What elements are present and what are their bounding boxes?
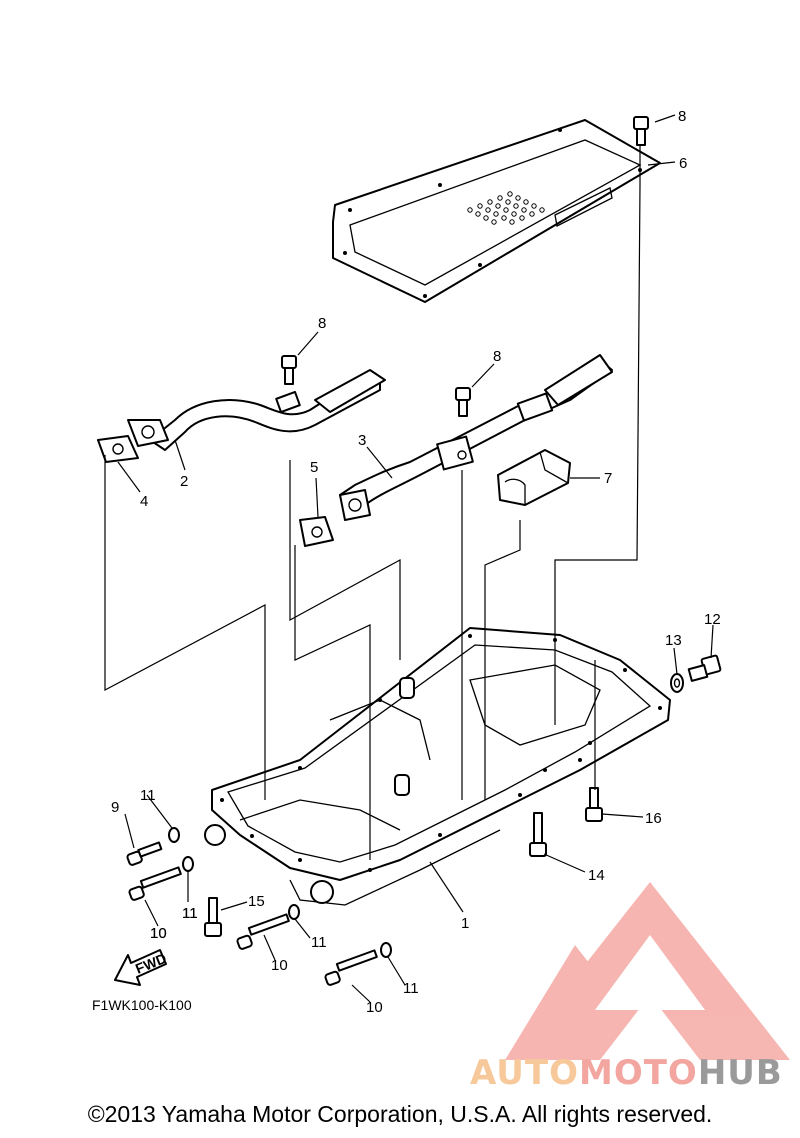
oil-pan xyxy=(204,627,671,906)
callout-3: 3 xyxy=(358,432,366,449)
gasket-4 xyxy=(97,435,139,463)
callout-10-c: 10 xyxy=(366,999,383,1016)
figure-code: F1WK100-K100 xyxy=(92,997,192,1013)
fwd-label: FWD xyxy=(133,950,169,977)
callout-10-a: 10 xyxy=(150,925,167,942)
callout-5: 5 xyxy=(310,459,318,476)
bolt-8-middle xyxy=(455,387,471,417)
washer-13 xyxy=(670,673,684,693)
leader-lines xyxy=(117,114,714,1003)
copyright-footer: ©2013 Yamaha Motor Corporation, U.S.A. A… xyxy=(87,1101,713,1127)
bolt-8-left xyxy=(281,355,297,385)
callout-8-left: 8 xyxy=(318,315,326,332)
drain-plug-12 xyxy=(687,654,722,682)
watermark-moto: MOTO xyxy=(578,1053,698,1093)
watermark-text: AUTOMOTOHUB xyxy=(470,1053,783,1093)
bolt-8-top xyxy=(633,116,649,146)
bracket-7 xyxy=(497,449,571,506)
callout-13: 13 xyxy=(665,632,682,649)
callout-10-b: 10 xyxy=(271,957,288,974)
oil-pipe-2 xyxy=(127,369,386,451)
callout-12: 12 xyxy=(704,611,721,628)
bolt-16 xyxy=(585,787,603,822)
callout-8-top: 8 xyxy=(678,108,686,125)
callout-11-a: 11 xyxy=(140,787,156,804)
cover-plate xyxy=(332,119,661,303)
callout-8-middle: 8 xyxy=(493,348,501,365)
callout-11-c: 11 xyxy=(311,934,327,951)
bolt-15 xyxy=(204,897,222,937)
callout-6: 6 xyxy=(679,155,687,172)
callout-2: 2 xyxy=(180,473,188,490)
gasket-5 xyxy=(299,516,334,547)
bolt-10-c xyxy=(324,949,378,986)
callout-11-e: 11 xyxy=(182,905,198,922)
bolt-9 xyxy=(126,841,163,866)
callout-4: 4 xyxy=(140,493,148,510)
bolt-10-b xyxy=(236,913,290,950)
watermark-auto: AUTO xyxy=(470,1053,579,1093)
callout-10-d: 10 xyxy=(150,925,167,942)
callout-labels: 1 2 3 4 5 6 7 8 8 8 9 10 10 10 10 11 11 … xyxy=(111,108,721,1016)
callout-11-b: 11 xyxy=(182,905,198,922)
callout-11-d: 11 xyxy=(403,980,419,997)
watermark-logo xyxy=(505,882,790,1060)
oil-pipe-3 xyxy=(339,354,613,521)
watermark-hub: HUB xyxy=(697,1053,783,1093)
callout-16: 16 xyxy=(645,810,662,827)
callout-1: 1 xyxy=(461,915,469,932)
callout-9: 9 xyxy=(111,799,119,816)
bolt-10-a xyxy=(128,866,182,901)
assembly-lines xyxy=(104,145,641,860)
fwd-arrow: FWD xyxy=(114,949,169,986)
callout-7: 7 xyxy=(604,470,612,487)
callout-14: 14 xyxy=(588,867,605,884)
bolt-14 xyxy=(529,812,547,857)
callout-15: 15 xyxy=(248,893,265,910)
